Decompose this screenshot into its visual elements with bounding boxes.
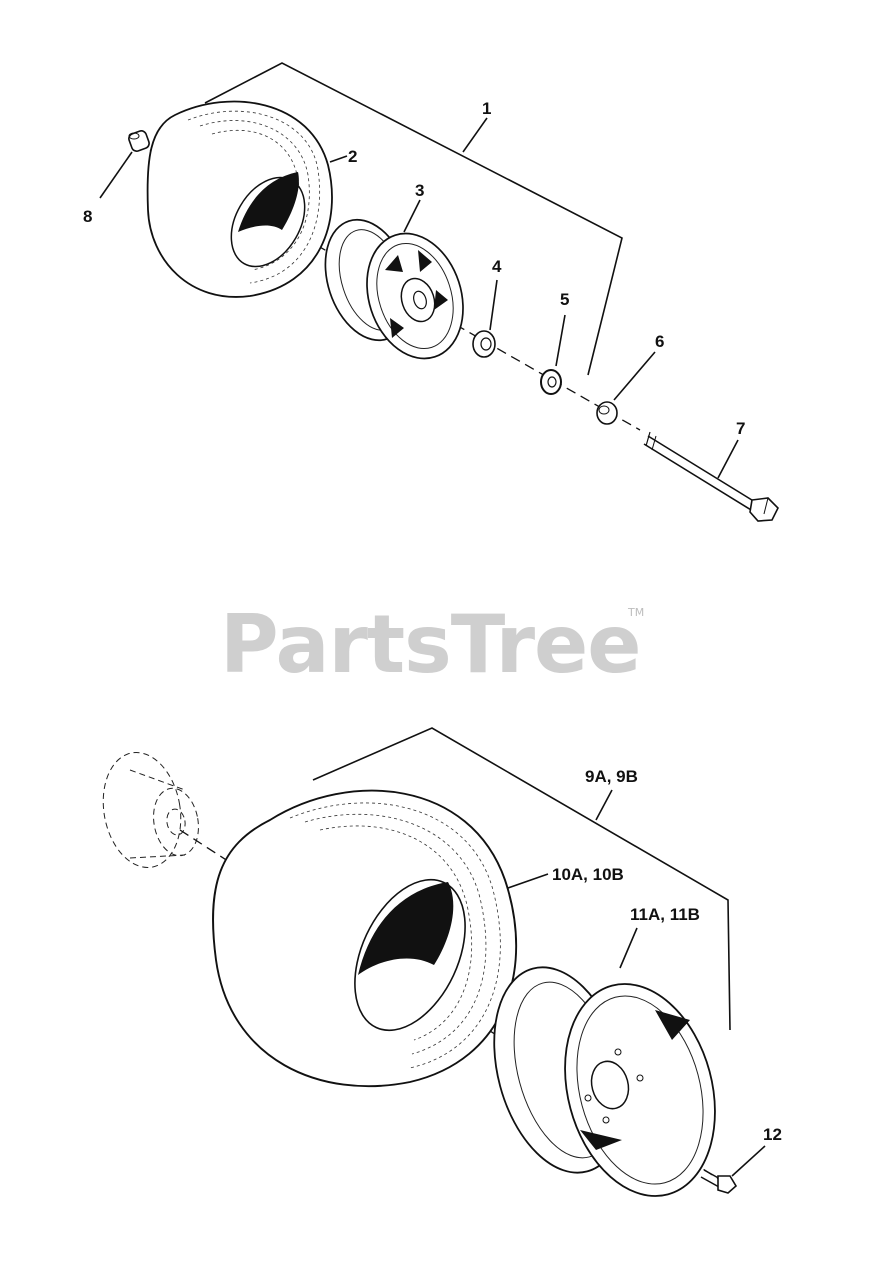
washer-item-5: [540, 369, 562, 395]
rim-item-3: [324, 218, 464, 360]
leader-9: [595, 789, 613, 821]
leader-3: [403, 199, 421, 233]
leader-11: [619, 927, 638, 969]
leader-2: [329, 155, 348, 163]
bracket-item-1: [204, 62, 623, 376]
wheel-hub-outline: [102, 752, 199, 868]
front-wheel-assembly: [99, 62, 779, 522]
callout-8: 8: [83, 207, 92, 226]
callout-10: 10A, 10B: [552, 865, 624, 884]
bracket-item-9: [312, 727, 731, 1031]
callout-7: 7: [736, 419, 745, 438]
leader-10: [507, 873, 549, 889]
callout-2: 2: [348, 147, 357, 166]
leader-8: [99, 151, 133, 199]
bearing-item-4: [472, 330, 496, 358]
leader-5: [555, 314, 566, 367]
watermark-trademark: TM: [627, 606, 644, 619]
callout-3: 3: [415, 181, 424, 200]
leader-6: [613, 351, 656, 401]
leader-12: [731, 1145, 766, 1177]
cap-item-8: [128, 130, 150, 152]
callout-4: 4: [492, 257, 502, 276]
callout-1: 1: [482, 99, 491, 118]
tire-item-2: [146, 100, 333, 298]
leader-7: [717, 439, 739, 479]
callout-labels: 1 2 3 4 5 6 7 8 9A, 9B 10A, 10B 11A, 11B…: [83, 99, 782, 1144]
tire-item-10: [212, 789, 518, 1088]
bolt-item-7: [643, 431, 779, 522]
callout-5: 5: [560, 290, 569, 309]
lug-bolt-item-12: [700, 1169, 738, 1194]
callout-12: 12: [763, 1125, 782, 1144]
callout-11: 11A, 11B: [630, 905, 700, 924]
rear-wheel-assembly: [102, 727, 766, 1197]
partstree-watermark: PartsTree TM: [220, 598, 644, 691]
callout-6: 6: [655, 332, 664, 351]
callout-9: 9A, 9B: [585, 767, 638, 786]
watermark-text: PartsTree: [220, 598, 641, 691]
rim-item-11: [493, 966, 716, 1197]
leader-4: [489, 279, 498, 331]
spacer-item-6: [596, 401, 618, 425]
leader-1: [462, 117, 488, 153]
